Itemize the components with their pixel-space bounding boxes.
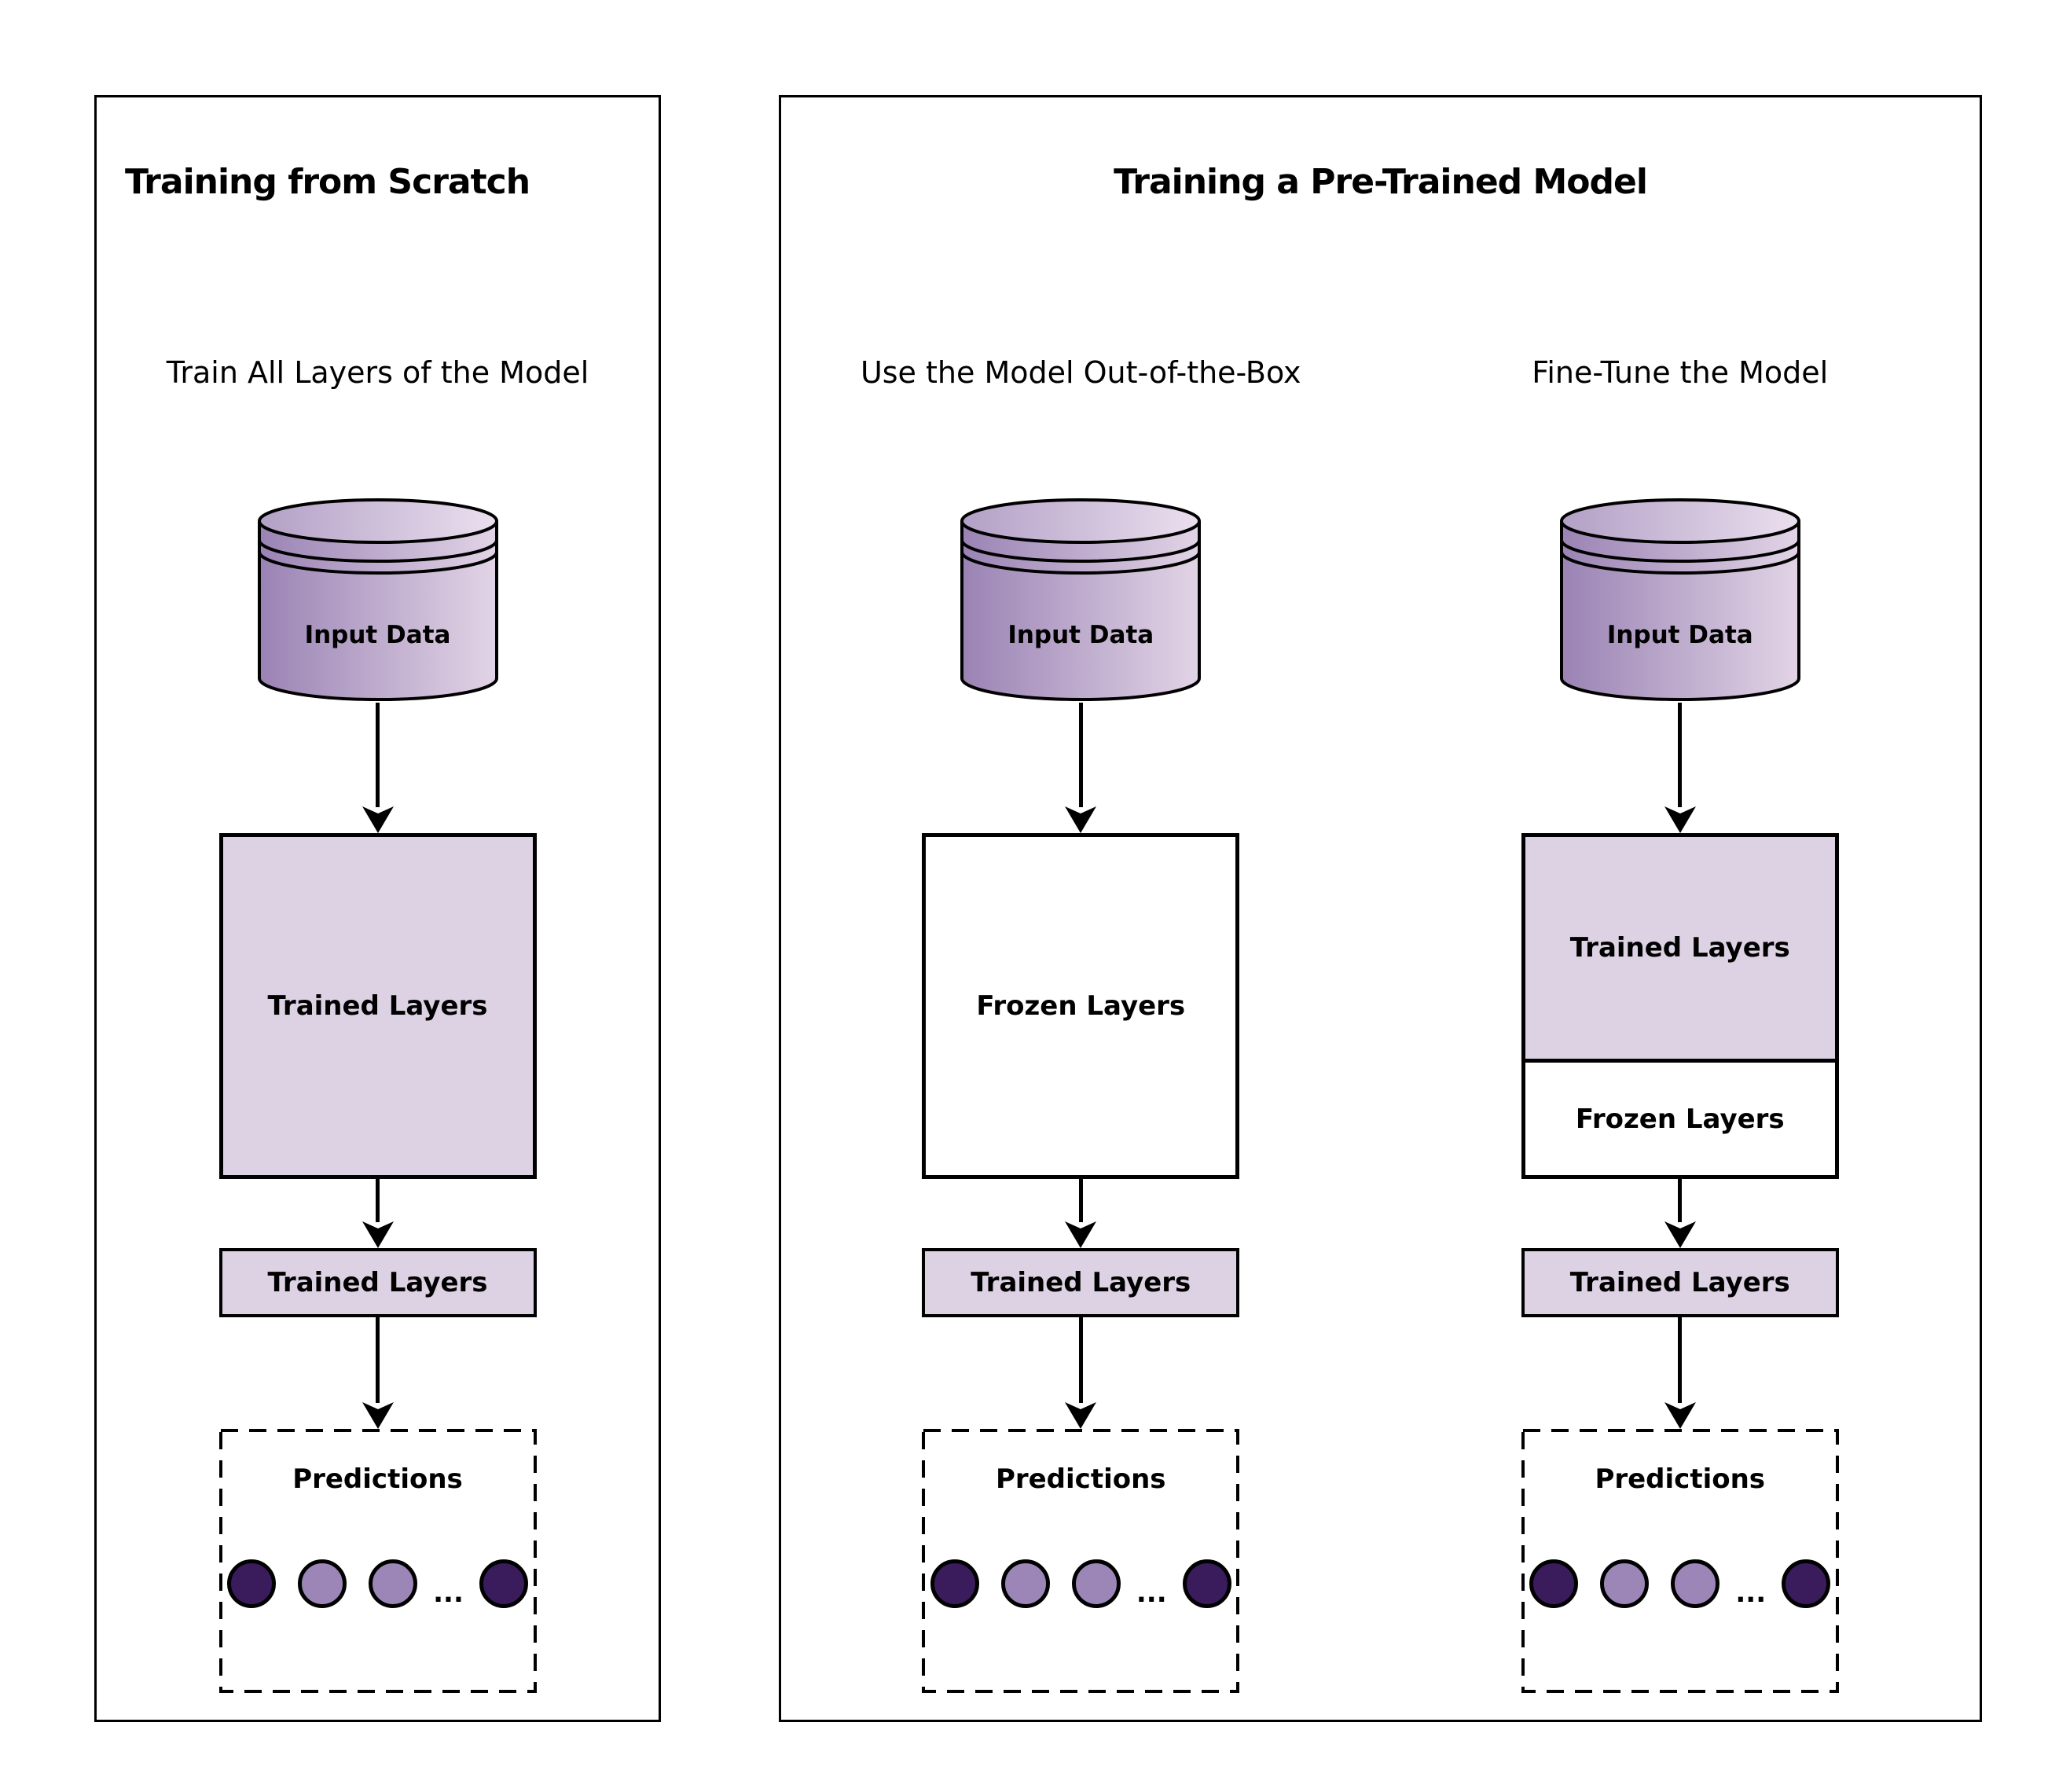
flow-arrow-down-icon: [1063, 1179, 1098, 1248]
predictions-title: Predictions: [292, 1463, 463, 1495]
predictions-box: Predictions ...: [218, 1429, 537, 1693]
input-data-cylinder: Input Data: [256, 497, 500, 703]
flow-arrow-down-icon: [1063, 703, 1098, 833]
dashed-border: [1521, 1429, 1839, 1693]
big-layer-box-split: Trained Layers Frozen Layers: [1521, 833, 1839, 1179]
panel-columns: Train All Layers of the Model Input Data: [97, 97, 659, 1720]
panel-training-pretrained-model: Training a Pre-Trained Model Use the Mod…: [779, 95, 1982, 1722]
frozen-layers-section: Frozen Layers: [1525, 1063, 1835, 1175]
big-layer-box-trained: Trained Layers: [218, 833, 537, 1179]
prediction-dot-light: [1671, 1559, 1720, 1608]
flow-arrow-down-icon: [1063, 1317, 1098, 1429]
flow-arrow-down-icon: [1663, 703, 1697, 833]
arrow-head-icon: [1664, 1221, 1696, 1248]
cylinder-label: Input Data: [304, 621, 451, 649]
cylinder-label: Input Data: [1007, 621, 1154, 649]
panel-title: Training a Pre-Trained Model: [1114, 162, 1648, 202]
panel-training-from-scratch: Training from Scratch Train All Layers o…: [94, 95, 661, 1722]
arrow-shaft: [376, 1317, 380, 1403]
arrow-shaft: [376, 703, 380, 807]
prediction-dot-light: [1000, 1559, 1050, 1608]
big-layer-box-frozen: Frozen Layers: [922, 833, 1240, 1179]
arrow-shaft: [1678, 1317, 1683, 1403]
layer-box-label: Frozen Layers: [976, 990, 1186, 1022]
prediction-dots: ...: [922, 1558, 1239, 1610]
arrow-head-icon: [1065, 806, 1097, 833]
database-icon: [960, 498, 1202, 701]
arrow-head-icon: [1065, 1221, 1097, 1248]
predictions-title: Predictions: [1595, 1463, 1766, 1495]
small-layer-box: Trained Layers: [922, 1248, 1240, 1317]
prediction-dot-dark: [227, 1559, 277, 1608]
input-data-cylinder: Input Data: [959, 497, 1202, 703]
dashed-border: [218, 1429, 537, 1693]
column-fine-tune: Fine-Tune the Model Input Data: [1381, 97, 1980, 1720]
arrow-head-icon: [1065, 1402, 1097, 1429]
database-icon: [257, 498, 498, 701]
database-icon: [1559, 498, 1800, 701]
column-train-all-layers: Train All Layers of the Model Input Data: [97, 97, 659, 1720]
prediction-dot-dark: [930, 1559, 979, 1608]
arrow-shaft: [376, 1179, 380, 1222]
prediction-dot-dark: [1782, 1559, 1831, 1608]
panel-title: Training from Scratch: [125, 162, 530, 202]
arrow-head-icon: [362, 1402, 394, 1429]
column-subtitle: Fine-Tune the Model: [1532, 355, 1829, 390]
arrow-shaft: [1678, 1179, 1683, 1222]
prediction-dot-light: [369, 1559, 418, 1608]
flow-arrow-down-icon: [361, 1179, 395, 1248]
ellipsis-label: ...: [1735, 1577, 1767, 1609]
panel-columns: Use the Model Out-of-the-Box Input Data: [781, 97, 1980, 1720]
predictions-box: Predictions ...: [1521, 1429, 1839, 1693]
predictions-title: Predictions: [995, 1463, 1166, 1495]
prediction-dot-dark: [479, 1559, 528, 1608]
layer-box-label: Trained Layers: [267, 1267, 488, 1298]
prediction-dots: ...: [1521, 1558, 1839, 1610]
flow-arrow-down-icon: [1663, 1179, 1697, 1248]
flow-arrow-down-icon: [361, 1317, 395, 1429]
flow-arrow-down-icon: [1663, 1317, 1697, 1429]
layer-box-label: Trained Layers: [267, 990, 488, 1022]
prediction-dot-dark: [1529, 1559, 1579, 1608]
prediction-dot-light: [1600, 1559, 1650, 1608]
arrow-shaft: [1078, 703, 1083, 807]
predictions-box: Predictions ...: [922, 1429, 1240, 1693]
column-subtitle: Train All Layers of the Model: [166, 355, 589, 390]
arrow-shaft: [1078, 1179, 1083, 1222]
small-layer-box: Trained Layers: [1521, 1248, 1839, 1317]
layer-box-label: Trained Layers: [1569, 932, 1790, 964]
arrow-head-icon: [362, 1221, 394, 1248]
prediction-dots: ...: [219, 1558, 537, 1610]
dashed-border: [922, 1429, 1240, 1693]
layer-box-label: Trained Layers: [1569, 1267, 1790, 1298]
flow-arrow-down-icon: [361, 703, 395, 833]
ellipsis-label: ...: [1136, 1577, 1167, 1609]
input-data-cylinder: Input Data: [1558, 497, 1802, 703]
prediction-dot-light: [298, 1559, 347, 1608]
arrow-head-icon: [1664, 1402, 1696, 1429]
column-out-of-the-box: Use the Model Out-of-the-Box Input Data: [781, 97, 1381, 1720]
prediction-dot-dark: [1182, 1559, 1231, 1608]
layer-box-label: Trained Layers: [971, 1267, 1191, 1298]
column-subtitle: Use the Model Out-of-the-Box: [860, 355, 1301, 390]
arrow-shaft: [1678, 703, 1683, 807]
cylinder-label: Input Data: [1606, 621, 1753, 649]
small-layer-box: Trained Layers: [218, 1248, 537, 1317]
arrow-head-icon: [362, 806, 394, 833]
trained-layers-section: Trained Layers: [1525, 837, 1835, 1063]
arrow-head-icon: [1664, 806, 1696, 833]
arrow-shaft: [1078, 1317, 1083, 1403]
layer-box-label: Frozen Layers: [1575, 1103, 1785, 1135]
prediction-dot-light: [1071, 1559, 1121, 1608]
ellipsis-label: ...: [433, 1577, 464, 1609]
